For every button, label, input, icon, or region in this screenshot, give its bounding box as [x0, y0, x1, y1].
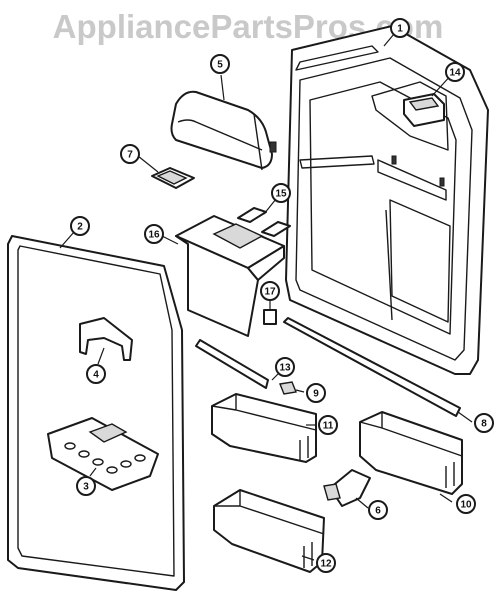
callout-circle: [318, 415, 338, 435]
callout-17: 17: [260, 281, 280, 301]
callout-11: 11: [318, 415, 338, 435]
callout-number: 7: [127, 150, 133, 161]
callout-number: 8: [481, 419, 487, 430]
callout-circle: [144, 224, 164, 244]
egg-tray-part: [47, 417, 159, 491]
leader-1: [383, 33, 395, 47]
callout-number: 13: [279, 363, 291, 374]
callout-3: 3: [76, 476, 96, 496]
leader-6: [355, 497, 369, 509]
callout-circle: [368, 500, 388, 520]
callout-circle: [306, 383, 326, 403]
callout-circle: [260, 281, 280, 301]
callout-circle: [456, 494, 476, 514]
leader-3: [89, 467, 97, 477]
callout-circle: [390, 18, 410, 38]
door-gasket-part: [7, 235, 185, 591]
callout-number: 17: [264, 287, 276, 298]
left-trim-strip-part: [195, 339, 269, 389]
callout-circle: [474, 413, 494, 433]
callout-circle: [316, 553, 336, 573]
leader-9: [295, 389, 305, 393]
callout-number: 6: [375, 506, 381, 517]
right-door-bin-part: [359, 411, 463, 495]
callout-circle: [275, 357, 295, 377]
callout-number: 14: [449, 68, 461, 79]
callout-circle: [210, 54, 230, 74]
latch-part: [263, 309, 277, 325]
callout-number: 4: [93, 370, 99, 381]
callout-2: 2: [70, 216, 90, 236]
pads-part: [237, 207, 291, 237]
callout-circle: [86, 364, 106, 384]
callout-circle: [76, 476, 96, 496]
callout-9: 9: [306, 383, 326, 403]
dispenser-housing-part: [403, 93, 445, 127]
callout-12: 12: [316, 553, 336, 573]
upper-door-bin-part: [211, 393, 317, 463]
callout-4: 4: [86, 364, 106, 384]
callout-10: 10: [456, 494, 476, 514]
callout-16: 16: [144, 224, 164, 244]
callout-number: 12: [320, 559, 332, 570]
callout-number: 11: [323, 421, 334, 432]
callout-circle: [70, 216, 90, 236]
dairy-door-part: [170, 90, 277, 171]
callout-6: 6: [368, 500, 388, 520]
leader-8: [457, 411, 473, 423]
callout-13: 13: [275, 357, 295, 377]
leader-4: [97, 347, 105, 365]
leader-7: [137, 155, 159, 173]
callout-number: 2: [77, 222, 83, 233]
callout-1: 1: [390, 18, 410, 38]
callout-15: 15: [271, 183, 291, 203]
callout-number: 5: [217, 60, 223, 71]
callout-number: 1: [397, 24, 403, 35]
callout-number: 9: [313, 389, 319, 400]
clip-part: [151, 167, 195, 189]
callout-number: 3: [83, 482, 89, 493]
callout-14: 14: [445, 62, 465, 82]
callout-circle: [120, 144, 140, 164]
leader-lines: [59, 33, 473, 561]
bin-divider-part: [323, 469, 371, 507]
callout-circle: [271, 183, 291, 203]
callout-circle: [445, 62, 465, 82]
handle-bracket-part: [79, 317, 133, 361]
lower-door-bin-part: [213, 489, 325, 573]
leader-2: [59, 231, 75, 249]
callout-number: 16: [148, 230, 160, 241]
callout-5: 5: [210, 54, 230, 74]
callout-number: 10: [460, 500, 472, 511]
leader-5: [220, 74, 225, 101]
leader-16: [161, 235, 179, 245]
small-clip-part: [279, 381, 297, 395]
callout-number: 15: [275, 189, 287, 200]
leader-12: [301, 555, 315, 561]
dairy-compartment-part: [175, 215, 285, 337]
leader-10: [439, 493, 453, 503]
right-trim-strip-part: [283, 317, 461, 417]
callout-7: 7: [120, 144, 140, 164]
callout-8: 8: [474, 413, 494, 433]
